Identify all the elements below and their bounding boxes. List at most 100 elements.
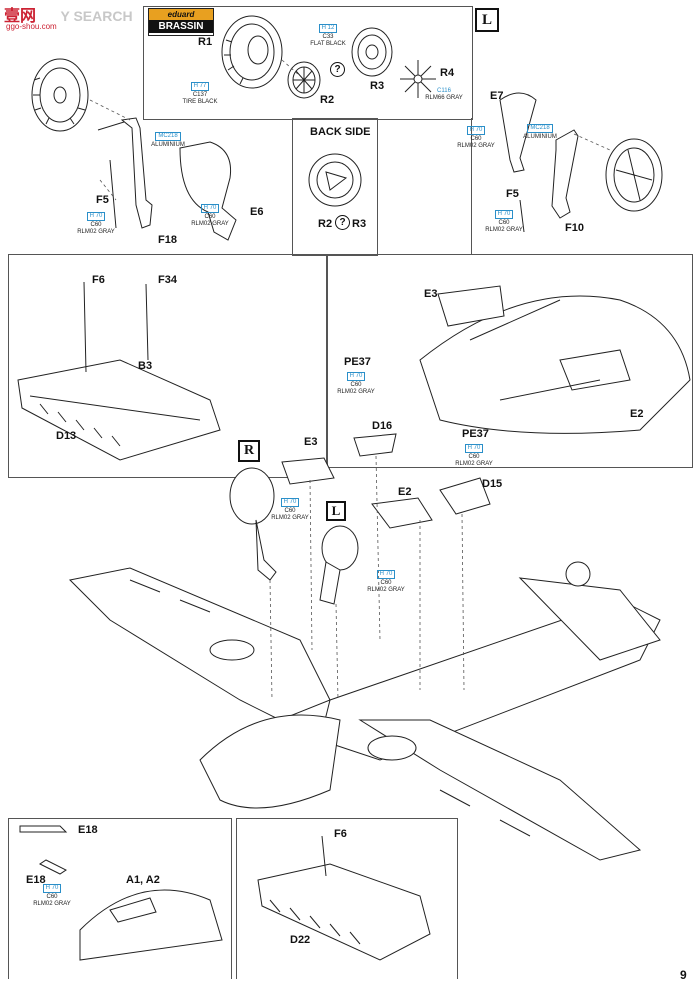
- question-icon: ?: [335, 215, 350, 230]
- paint-c: C60: [204, 214, 216, 220]
- paint-name: RLM02 GRAY: [191, 221, 229, 227]
- paint-gray-e2-mid: H 70 C60 RLM02 GRAY: [366, 570, 406, 594]
- paint-gray-f5-left: H 70 C60 RLM02 GRAY: [76, 212, 116, 236]
- paint-code: H 70: [464, 444, 484, 453]
- part-d13: D13: [56, 430, 77, 442]
- paint-name: RLM02 GRAY: [455, 461, 493, 467]
- left-marker-top: L: [475, 8, 499, 32]
- paint-name: RLM66 GRAY: [425, 95, 463, 101]
- paint-flat-black: H 12 C33 FLAT BLACK: [306, 24, 350, 48]
- paint-code: H 77: [190, 82, 210, 91]
- paint-name: RLM02 GRAY: [33, 901, 71, 907]
- part-e2-right: E2: [630, 408, 644, 420]
- wingtip-detail: [257, 835, 431, 961]
- paint-c: C137: [192, 92, 208, 98]
- wheel-r4-insert: [400, 60, 436, 98]
- watermark-brand: 壹网: [4, 8, 37, 25]
- watermark-search: Y SEARCH: [60, 8, 133, 24]
- paint-code: H 70: [346, 372, 366, 381]
- paint-gray-e3-mid: H 70 C60 RLM02 GRAY: [270, 498, 310, 522]
- part-f5-right: F5: [506, 188, 519, 200]
- wing-b3-detail: [17, 281, 221, 461]
- paint-rlm66: C116 RLM66 GRAY: [422, 88, 466, 102]
- paint-name: RLM02 GRAY: [485, 227, 523, 233]
- part-f5-left: F5: [96, 194, 109, 206]
- paint-gray-e18: H 70 C60 RLM02 GRAY: [32, 884, 72, 908]
- paint-name: FLAT BLACK: [310, 41, 346, 47]
- paint-name: RLM02 GRAY: [77, 229, 115, 235]
- part-d22: D22: [290, 934, 311, 946]
- part-a1-a2: A1, A2: [126, 874, 160, 886]
- paint-name: TIRE BLACK: [182, 99, 218, 105]
- paint-name: RLM02 GRAY: [367, 587, 405, 593]
- brassin-logo: eduard BRASSIN: [148, 8, 214, 36]
- wheel-panel-top: [143, 6, 473, 120]
- back-side-hub: [308, 153, 362, 207]
- wing-detail-panel: [8, 254, 328, 478]
- paint-aluminium-left: MC218 ALUMINIUM: [148, 132, 188, 149]
- paint-gray-e7: H 70 C60 RLM02 GRAY: [456, 126, 496, 150]
- paint-code: H 70: [466, 126, 486, 135]
- paint-c: C60: [46, 894, 58, 900]
- underwing-e3-detail: [419, 285, 691, 434]
- paint-c: C60: [470, 136, 482, 142]
- part-f6-bottom: F6: [334, 828, 347, 840]
- question-mark: ?: [339, 217, 346, 228]
- paint-code: H 70: [42, 884, 62, 893]
- paint-code: H 70: [376, 570, 396, 579]
- paint-code: H 70: [200, 204, 220, 213]
- part-d15: D15: [482, 478, 503, 490]
- part-e18-a: E18: [78, 824, 98, 836]
- part-pe37-a: PE37: [344, 356, 371, 368]
- part-r2: R2: [320, 94, 335, 106]
- paint-code: H 70: [280, 498, 300, 507]
- logo-eduard: eduard: [149, 9, 213, 20]
- wheel-r1-tire: [221, 15, 283, 89]
- part-e2-mid: E2: [398, 486, 412, 498]
- watermark-url: ggo-shou.com: [6, 22, 57, 31]
- paint-aluminium-right: MC218 ALUMINIUM: [520, 124, 560, 141]
- paint-c: C116: [437, 88, 451, 94]
- paint-code: H 70: [494, 210, 514, 219]
- part-f10: F10: [565, 222, 584, 234]
- part-e3-right: E3: [424, 288, 438, 300]
- paint-c: C60: [380, 580, 392, 586]
- right-marker-mid: R: [238, 440, 260, 462]
- gear-leg-right: [499, 92, 663, 233]
- paint-c: C33: [322, 34, 334, 40]
- paint-code: H 70: [86, 212, 106, 221]
- nose-detail-panel: [8, 818, 232, 979]
- paint-tire: H 77 C137 TIRE BLACK: [180, 82, 220, 106]
- logo-brassin: BRASSIN: [149, 20, 213, 33]
- part-r4: R4: [440, 67, 455, 79]
- paint-name: RLM02 GRAY: [337, 389, 375, 395]
- back-side-r3: R3: [352, 218, 367, 230]
- part-r3: R3: [370, 80, 385, 92]
- question-mark-top: ?: [334, 64, 341, 75]
- underwing-detail-panel: [326, 254, 693, 468]
- paint-name: ALUMINIUM: [151, 142, 185, 148]
- wingtip-detail-panel: [236, 818, 458, 979]
- part-f18: F18: [158, 234, 177, 246]
- nose-detail: [19, 825, 223, 961]
- mid-parts: [229, 433, 491, 605]
- question-icon-top: ?: [330, 62, 345, 77]
- paint-c: C60: [350, 382, 362, 388]
- part-e18-b: E18: [26, 874, 46, 886]
- watermark: 壹网 Y SEARCH: [4, 2, 133, 26]
- paint-code: MC218: [527, 124, 553, 133]
- paint-name: ALUMINIUM: [523, 134, 557, 140]
- part-e7: E7: [490, 90, 504, 102]
- part-f6-top: F6: [92, 274, 105, 286]
- part-d16: D16: [372, 420, 393, 432]
- gear-leg-left: [97, 117, 237, 241]
- paint-c: C60: [90, 222, 102, 228]
- part-b3: B3: [138, 360, 153, 372]
- page-number: 9: [680, 968, 687, 982]
- paint-c: C60: [498, 220, 510, 226]
- paint-code: MC218: [155, 132, 181, 141]
- paint-c: C60: [284, 508, 296, 514]
- paint-gray-pe37b: H 70 C60 RLM02 GRAY: [454, 444, 494, 468]
- aircraft-main: [68, 561, 661, 861]
